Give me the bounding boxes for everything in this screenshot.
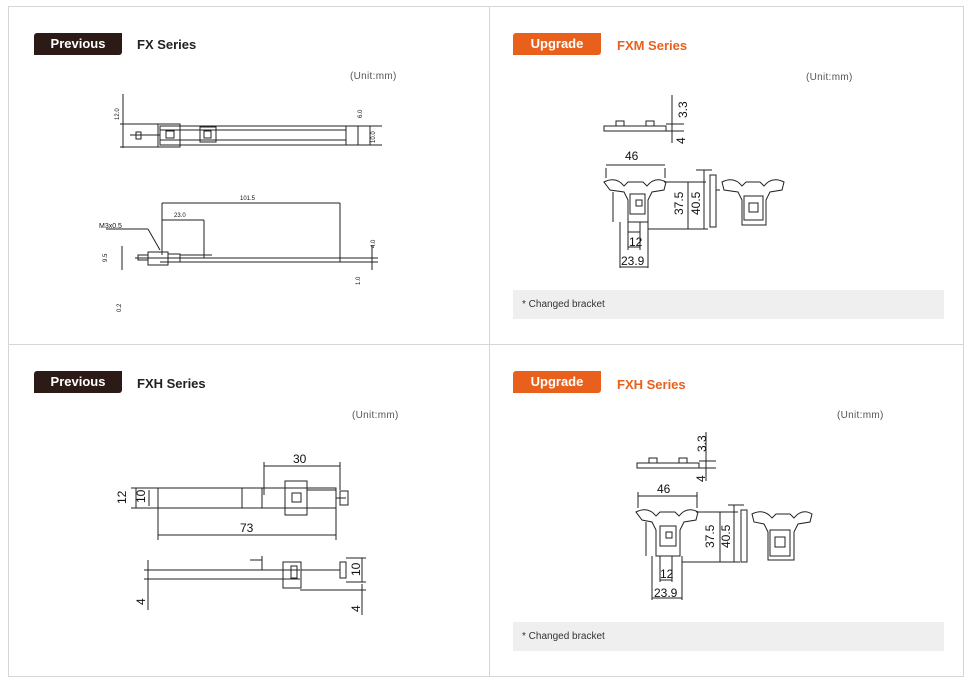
unit-label: (Unit:mm) xyxy=(806,72,853,83)
fxh-drawing: 30 12 10 73 4 10 4 xyxy=(115,452,366,615)
changed-bracket-note: * Changed bracket xyxy=(513,622,944,651)
dim-40-5: 40.5 xyxy=(689,191,703,215)
dim-12-0: 12.0 xyxy=(115,108,121,120)
dim-37-5: 37.5 xyxy=(672,191,686,215)
dim-4-0: 4.0 xyxy=(371,239,377,248)
dim-73: 73 xyxy=(240,521,254,535)
unit-label: (Unit:mm) xyxy=(350,71,397,82)
thread-m3: M3x0.5 xyxy=(99,223,122,230)
dim-9-5: 9.5 xyxy=(103,253,109,262)
unit-label: (Unit:mm) xyxy=(352,410,399,421)
dim-23-9: 23.9 xyxy=(621,254,645,268)
previous-badge: Previous xyxy=(34,371,122,393)
dim-12: 12 xyxy=(115,490,129,504)
changed-bracket-note: * Changed bracket xyxy=(513,290,944,319)
dim-12: 12 xyxy=(660,567,674,581)
dim-4: 4 xyxy=(674,137,688,144)
dim-37-5: 37.5 xyxy=(703,524,717,548)
dim-23-9: 23.9 xyxy=(654,586,678,600)
unit-label: (Unit:mm) xyxy=(837,410,884,421)
dim-4-left: 4 xyxy=(134,598,148,605)
dim-4-right: 4 xyxy=(349,605,363,612)
fxm-drawing: 3.3 4 46 37.5 40.5 12 23.9 xyxy=(603,95,785,268)
vertical-divider xyxy=(489,6,490,677)
dim-46: 46 xyxy=(625,149,639,163)
series-title: FXH Series xyxy=(137,376,206,391)
dim-12: 12 xyxy=(629,235,643,249)
upgrade-badge: Upgrade xyxy=(513,371,601,393)
dim-10: 10 xyxy=(134,489,148,503)
dim-46: 46 xyxy=(657,482,671,496)
dim-10-side: 10 xyxy=(349,562,363,576)
horizontal-divider xyxy=(8,344,964,345)
fx-drawing: 12.0 6.0 10.0 101.5 23.0 M3x0.5 9.5 4.0 … xyxy=(99,94,382,312)
dim-101-5: 101.5 xyxy=(240,196,256,202)
dim-3-3: 3.3 xyxy=(695,435,709,452)
dim-6-0: 6.0 xyxy=(358,109,364,118)
dim-23-0: 23.0 xyxy=(174,213,186,219)
dim-0-2: 0.2 xyxy=(117,303,123,312)
dim-1-0: 1.0 xyxy=(356,276,362,285)
dim-3-3: 3.3 xyxy=(676,101,690,118)
upgrade-badge: Upgrade xyxy=(513,33,601,55)
series-title: FX Series xyxy=(137,37,197,52)
previous-badge: Previous xyxy=(34,33,122,55)
dim-4: 4 xyxy=(694,475,708,482)
dim-10-0: 10.0 xyxy=(371,131,377,143)
series-title: FXH Series xyxy=(617,377,686,392)
dim-40-5: 40.5 xyxy=(719,524,733,548)
series-title: FXM Series xyxy=(617,38,688,53)
comparison-frame xyxy=(8,6,964,677)
dim-30: 30 xyxy=(293,452,307,466)
